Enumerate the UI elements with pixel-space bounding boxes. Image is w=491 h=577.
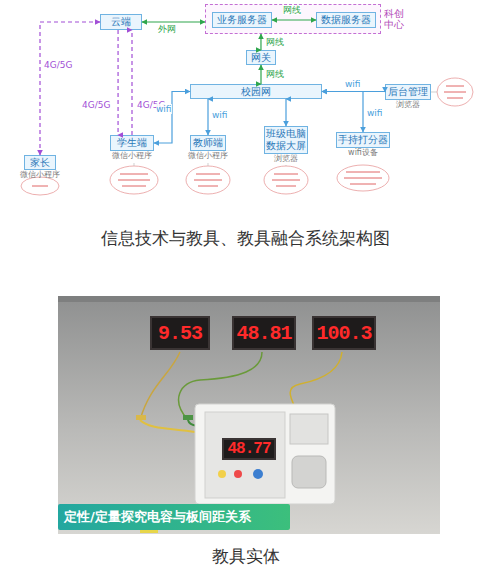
connector — [142, 21, 205, 22]
note-oval — [186, 166, 230, 194]
node-label: 教师端 — [193, 137, 223, 149]
node-label: 班级电脑 数据大屏 — [265, 128, 307, 152]
note-oval — [437, 78, 473, 106]
connector-label: wifi — [212, 110, 228, 120]
illegible-note-lines — [32, 86, 466, 186]
device-display: 48.77 — [222, 438, 276, 460]
leader-line — [431, 92, 437, 93]
node-label: 手持打分器 — [338, 134, 388, 146]
illegible-text-line — [444, 86, 466, 98]
node-sublabel: 浏览器 — [396, 100, 420, 110]
illegible-text-line — [118, 174, 150, 186]
node-label: 数据服务器 — [321, 14, 371, 26]
client-box: 家长微信小程序 — [24, 155, 56, 170]
client-box: 手持打分器wifi设备 — [336, 132, 390, 148]
led-display: 100.3 — [312, 316, 376, 350]
note-oval — [21, 177, 59, 195]
server-box: 业务服务器 — [212, 12, 272, 28]
node-label: 48.81 — [236, 322, 291, 345]
device-part — [292, 456, 326, 488]
figure-caption: 信息技术与教具、教具融合系统架构图 — [0, 227, 491, 250]
connector — [131, 30, 132, 135]
connector — [260, 34, 261, 50]
connector — [207, 99, 208, 135]
client-box: 教师端微信小程序 — [190, 135, 226, 151]
illegible-text-line — [272, 174, 300, 186]
node-label: 学生端 — [117, 137, 147, 149]
note-oval — [264, 166, 308, 194]
figure-caption: 教具实体 — [0, 545, 491, 568]
client-box: 学生端微信小程序 — [110, 135, 154, 151]
wire — [188, 420, 215, 426]
photo-background — [58, 296, 440, 534]
cloud-box: 云端 — [100, 14, 142, 30]
connector — [260, 65, 261, 84]
gateway-box: 网关 — [246, 50, 276, 65]
connector-label: wifi — [345, 79, 361, 89]
clip-connector — [136, 415, 146, 420]
connector — [117, 30, 118, 135]
connector-label: 网线 — [266, 37, 284, 47]
connector — [322, 91, 385, 93]
node-label: 校园网 — [241, 86, 271, 98]
node-label: 科创 中心 — [384, 8, 406, 30]
title-banner: 定性/定量探究电容与板间距关系 — [58, 504, 290, 530]
node-sublabel: 浏览器 — [274, 154, 298, 164]
node-label: 网关 — [251, 52, 271, 64]
connector-label: 网线 — [283, 5, 301, 15]
node-label: 9.53 — [158, 322, 202, 345]
clip-connector — [183, 415, 193, 420]
wire — [140, 352, 180, 420]
wire — [290, 352, 342, 420]
client-box: 班级电脑 数据大屏浏览器 — [264, 126, 308, 154]
connector-label: 外网 — [158, 24, 176, 34]
node-sublabel: wifi设备 — [348, 148, 378, 158]
wire — [179, 352, 262, 420]
led-display: 9.53 — [150, 316, 210, 350]
device-panel — [205, 412, 285, 498]
illegible-text-line — [194, 174, 222, 186]
connector — [40, 22, 100, 155]
indicator-button — [253, 469, 263, 479]
node-sublabel: 微信小程序 — [112, 151, 152, 161]
leader-line — [286, 165, 287, 166]
note-oval — [337, 165, 389, 191]
connector-label: wifi — [156, 104, 172, 114]
wire — [140, 420, 195, 432]
note-oval — [110, 166, 158, 194]
node-label: 定性/定量探究电容与板间距关系 — [64, 508, 251, 526]
node-label: 云端 — [111, 16, 131, 28]
photo-shadow — [58, 296, 440, 302]
indicator-led — [218, 470, 226, 478]
leader-line — [208, 163, 209, 166]
leader-line — [134, 163, 135, 166]
device-case — [195, 404, 335, 504]
clip-connector — [296, 415, 306, 420]
node-label: 后台管理 — [388, 86, 428, 98]
server-box: 数据服务器 — [316, 12, 376, 28]
indicator-led — [234, 470, 242, 478]
device-part — [290, 414, 328, 444]
connector-label: wifi — [367, 108, 383, 118]
connector-label: 4G/5G — [82, 100, 110, 110]
connector-label: 4G/5G — [44, 60, 72, 70]
node-sublabel: 微信小程序 — [20, 170, 60, 180]
connector — [285, 99, 286, 126]
illegible-text-line — [32, 186, 48, 187]
connector-label: 网线 — [266, 69, 284, 79]
node-label: 业务服务器 — [217, 14, 267, 26]
client-box: 后台管理浏览器 — [385, 84, 431, 100]
network-box: 校园网 — [190, 84, 322, 99]
node-label: 48.77 — [227, 440, 270, 458]
node-label: 100.3 — [316, 322, 371, 345]
node-label: 家长 — [30, 157, 50, 169]
illegible-text-line — [344, 172, 382, 184]
led-display: 48.81 — [232, 316, 296, 350]
node-sublabel: 微信小程序 — [188, 151, 228, 161]
highlight-mark — [140, 530, 158, 533]
connector — [322, 92, 363, 133]
